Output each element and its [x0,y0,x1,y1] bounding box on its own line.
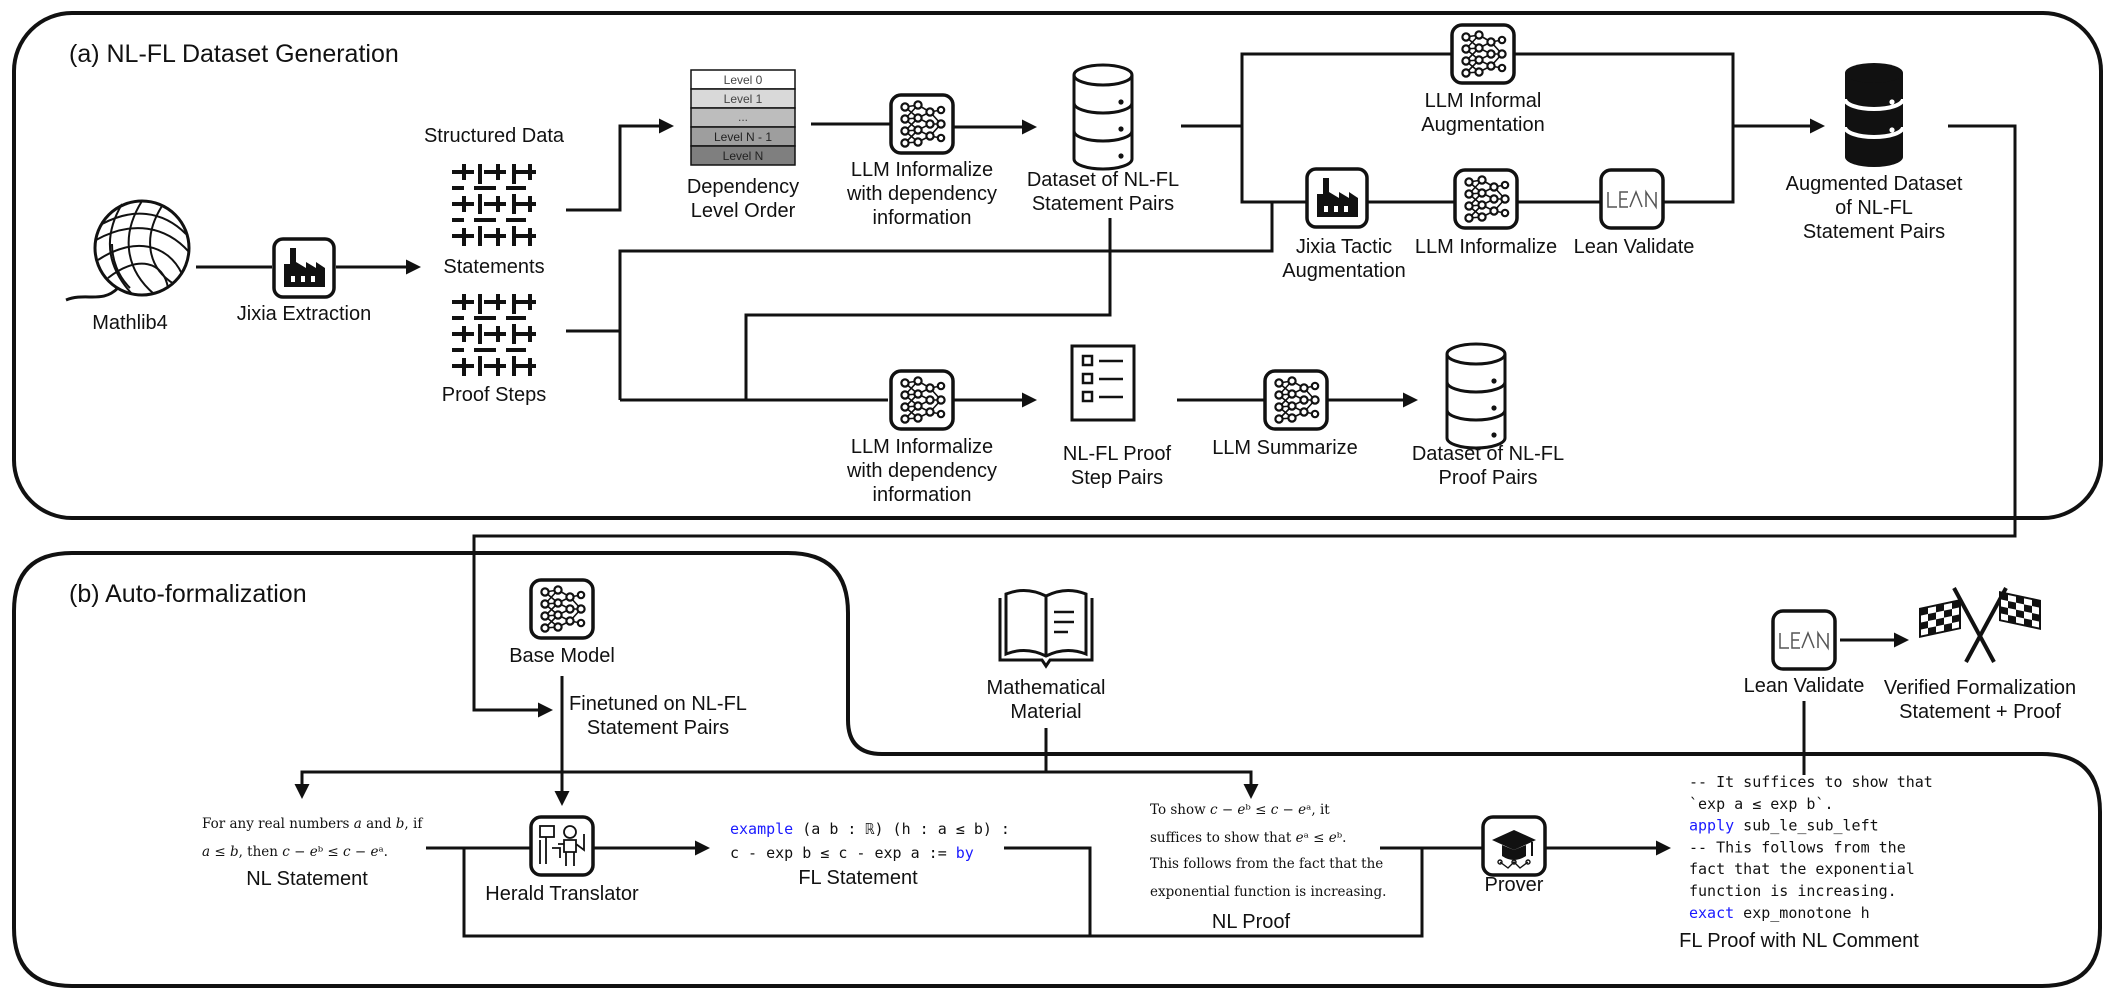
fl-proof-code: -- It suffices to show that `exp a ≤ exp … [1689,773,1933,922]
augmented-dataset-1: Augmented Dataset [1786,173,1963,195]
dependency-order-line1: Dependency [687,176,799,198]
checkered-flags-icon [1919,587,2041,663]
database-icon [1072,63,1134,171]
informalize-dep-top-1: LLM Informalize [851,159,993,181]
llm-summarize-label: LLM Summarize [1212,437,1358,459]
proof-steps-label: Proof Steps [442,384,547,406]
code-token: by [956,844,974,862]
structured-data-label: Structured Data [424,125,565,147]
panel-b-title: (b) Auto-formalization [69,580,307,608]
checklist-icon [1070,344,1136,422]
level-n-minus-1: Level N - 1 [714,130,772,144]
nl-statement-text-2: 𝑎 ≤ 𝑏, then 𝑐 − 𝑒ᵇ ≤ 𝑐 − 𝑒ᵃ. [202,844,388,860]
level-0: Level 0 [724,73,763,87]
informalize-dep-bottom-icon [889,369,955,431]
prover-label: Prover [1485,874,1544,896]
informalize-dep-bottom-2: with dependency [846,460,997,482]
llm-informalize-icon [1453,168,1519,230]
statements-label: Statements [443,256,544,278]
verified-1: Verified Formalization [1884,677,2076,699]
verified-2: Statement + Proof [1899,701,2061,723]
fl-proof-line: `exp a ≤ exp b`. [1689,795,1834,813]
panel-a-frame [12,11,2103,520]
informalize-dep-bottom-3: information [873,484,972,506]
math-material-2: Material [1010,701,1081,723]
proof-step-pairs-1: NL-FL Proof [1063,443,1172,465]
nl-statement-text-1: For any real numbers 𝑎 and 𝑏, if [202,816,423,832]
finetuned-2: Statement Pairs [587,717,729,739]
fl-proof-line: fact that the exponential [1689,860,1915,878]
fl-statement-label: FL Statement [798,867,918,889]
code-token: example [730,820,793,838]
level-n: Level N [723,149,764,163]
llm-informalize-label: LLM Informalize [1415,236,1557,258]
fl-proof-line: apply sub_le_sub_left [1689,817,1879,835]
statements-grid-icon [450,162,538,248]
dependency-level-stack: Level 0 Level 1 ... Level N - 1 Level N [690,69,796,166]
panel-b-frame [12,551,2102,988]
math-material-1: Mathematical [987,677,1106,699]
informalize-dep-bottom-1: LLM Informalize [851,436,993,458]
nl-proof-text-2: suffices to show that 𝑒ᵃ ≤ 𝑒ᵇ. [1150,830,1346,846]
level-ellipsis: ... [738,110,748,124]
final-lean-validate-label: Lean Validate [1744,675,1865,697]
mathlib-label: Mathlib4 [92,312,168,334]
herald-label: Herald Translator [485,883,639,905]
tactic-augmentation-2: Augmentation [1282,260,1405,282]
summarize-icon [1263,369,1329,431]
nl-proof-text-4: exponential function is increasing. [1150,884,1386,900]
nl-statement-label: NL Statement [246,868,368,890]
proof-steps-grid-icon [450,292,538,378]
fl-code-line1: example (a b : ℝ) (h : a ≤ b) : [730,820,1010,838]
fl-code-line2: c - exp b ≤ c - exp a := by [730,844,974,862]
robot-translator-icon [529,815,595,877]
informalize-dep-top-3: information [873,207,972,229]
fl-proof-line: function is increasing. [1689,882,1897,900]
augmented-database-icon [1843,61,1905,169]
augmented-dataset-3: Statement Pairs [1803,221,1945,243]
code-token: c - exp b ≤ c - exp a := [730,844,956,862]
tactic-augmentation-1: Jixia Tactic [1296,236,1392,258]
dependency-order-line2: Level Order [691,200,796,222]
graduation-cap-icon [1481,815,1547,877]
informal-augmentation-2: Augmentation [1421,114,1544,136]
nl-proof-text-1: To show 𝑐 − 𝑒ᵇ ≤ 𝑐 − 𝑒ᵃ, it [1150,802,1330,818]
augmented-dataset-2: of NL-FL [1835,197,1913,219]
fl-proof-line: -- This follows from the [1689,838,1906,856]
dataset-proof-pairs-1: Dataset of NL-FL [1412,443,1564,465]
factory-icon [272,237,336,299]
dataset-proof-pairs-2: Proof Pairs [1439,467,1538,489]
nl-proof-text-3: This follows from the fact that the [1150,856,1383,872]
lean-validate-label: Lean Validate [1574,236,1695,258]
yarn-ball-icon [65,199,191,302]
final-lean-logo-icon [1771,609,1837,671]
proof-step-pairs-2: Step Pairs [1071,467,1163,489]
dataset-statement-pairs-2: Statement Pairs [1032,193,1174,215]
fl-proof-line: -- It suffices to show that [1689,773,1933,791]
neural-network-icon [889,93,955,155]
jixia-extraction-label: Jixia Extraction [237,303,372,325]
informal-augmentation-icon [1450,23,1516,85]
informalize-dep-top-2: with dependency [846,183,997,205]
nl-proof-label: NL Proof [1212,911,1291,933]
base-model-icon [529,578,595,640]
tactic-augmentation-icon [1305,167,1369,229]
base-model-label: Base Model [509,645,615,667]
dataset-statement-pairs-1: Dataset of NL-FL [1027,169,1179,191]
fl-proof-label: FL Proof with NL Comment [1679,930,1919,952]
level-1: Level 1 [724,92,763,106]
finetuned-1: Finetuned on NL-FL [569,693,747,715]
proof-database-icon [1445,342,1507,450]
code-token: (a b : ℝ) (h : a ≤ b) : [793,820,1010,838]
book-icon [998,589,1094,669]
panel-a-title: (a) NL-FL Dataset Generation [69,40,399,68]
fl-proof-line: exact exp_monotone h [1689,904,1870,922]
lean-logo-icon [1599,168,1665,230]
informal-augmentation-1: LLM Informal [1425,90,1542,112]
